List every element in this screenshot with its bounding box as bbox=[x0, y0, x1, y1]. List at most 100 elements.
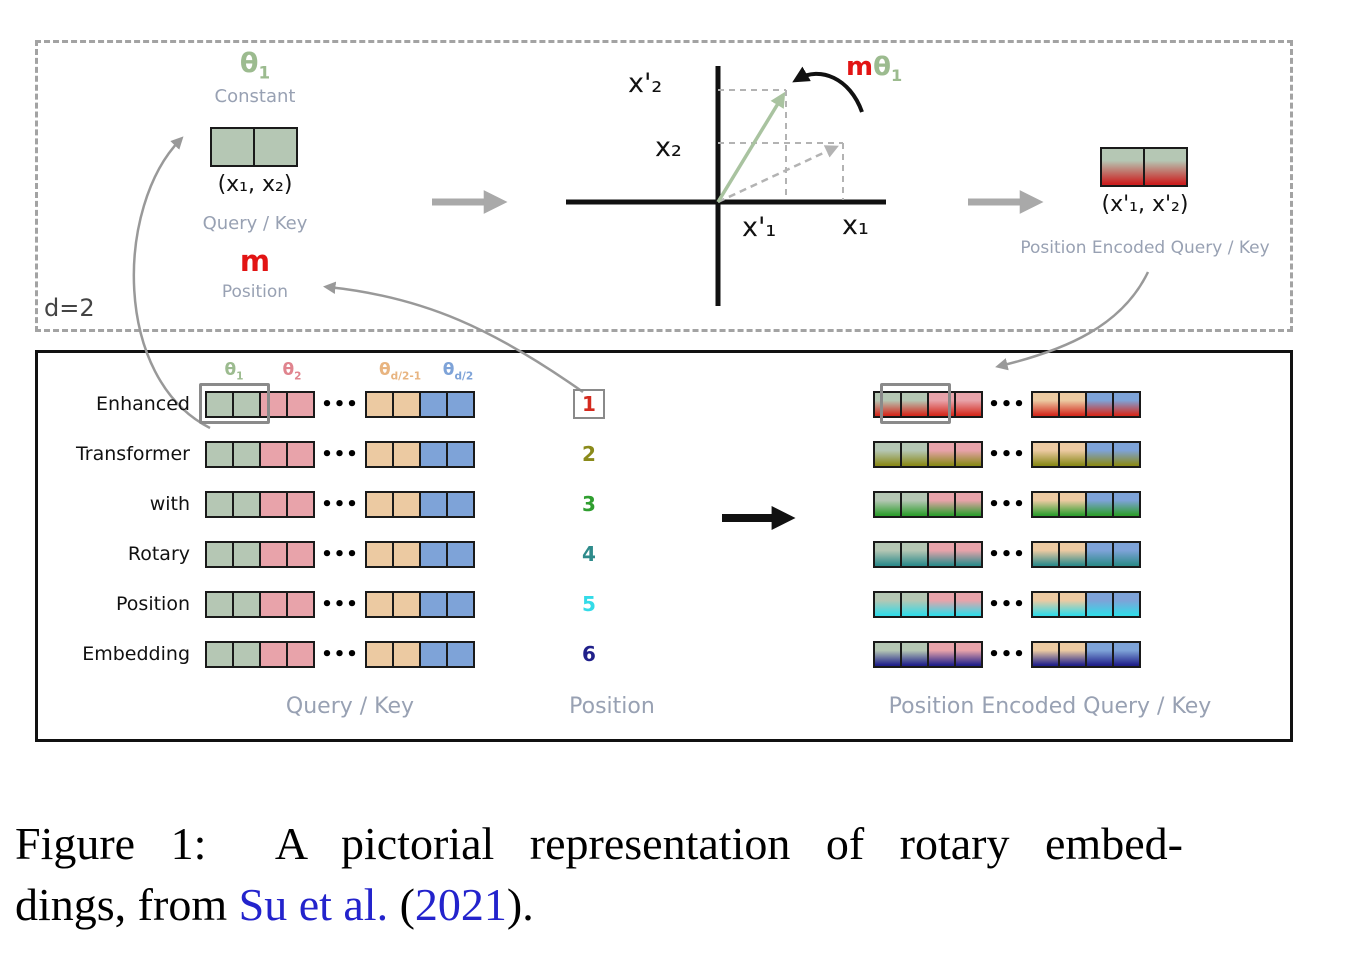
qk-cells-right bbox=[365, 540, 475, 568]
ellipsis: ••• bbox=[988, 493, 1026, 515]
embedding-cell bbox=[873, 440, 902, 468]
embedding-cell bbox=[900, 540, 929, 568]
ellipsis: ••• bbox=[321, 593, 359, 615]
encoded-cells-left bbox=[873, 590, 983, 618]
embedding-cell bbox=[927, 640, 956, 668]
qk-cells-right bbox=[365, 640, 475, 668]
embedding-cell bbox=[1085, 490, 1114, 518]
qk-cells-right bbox=[365, 390, 475, 418]
ellipsis: ••• bbox=[988, 593, 1026, 615]
qk-cells-left bbox=[205, 490, 315, 518]
encoded-cells-right bbox=[1031, 590, 1141, 618]
qk-cells-right bbox=[365, 440, 475, 468]
row-word: Transformer bbox=[75, 443, 190, 465]
constant-caption: Constant bbox=[214, 86, 296, 107]
embedding-cell bbox=[954, 440, 983, 468]
theta-header-1: θ1 bbox=[205, 360, 263, 382]
position-number: 5 bbox=[582, 592, 596, 616]
embedding-cell bbox=[259, 590, 288, 618]
embedding-cell bbox=[259, 540, 288, 568]
position-number: 2 bbox=[582, 442, 596, 466]
embedding-cell bbox=[365, 640, 394, 668]
embedding-cell bbox=[927, 490, 956, 518]
qk-cells-left bbox=[205, 390, 315, 418]
row-word: Enhanced bbox=[96, 393, 190, 415]
embedding-cell bbox=[1085, 590, 1114, 618]
embedding-cell bbox=[392, 490, 421, 518]
encoded-cells-left bbox=[873, 490, 983, 518]
theta-sub: d/2 bbox=[454, 370, 474, 383]
caption-line-1: Figure 1: A pictorial representation of … bbox=[15, 818, 1183, 869]
theta-sub: 2 bbox=[294, 370, 302, 383]
qk-cells-left bbox=[205, 640, 315, 668]
rotation-theta: θ1 bbox=[873, 52, 902, 85]
axis-label-x1-prime: x'₁ bbox=[742, 212, 777, 243]
header-gap bbox=[321, 360, 371, 382]
citation-link-authors[interactable]: Su et al. bbox=[238, 878, 389, 930]
embedding-cell bbox=[873, 540, 902, 568]
embedding-cell bbox=[286, 640, 315, 668]
embedding-cell bbox=[1085, 540, 1114, 568]
position-slot: 3 bbox=[570, 492, 608, 516]
position-column-label: Position bbox=[569, 694, 655, 719]
position-number: 4 bbox=[582, 542, 596, 566]
qk-cells-left bbox=[205, 440, 315, 468]
embedding-cell bbox=[1031, 590, 1060, 618]
theta-sub: 1 bbox=[236, 370, 244, 383]
embedding-cell bbox=[259, 640, 288, 668]
encoded-cells-left bbox=[873, 540, 983, 568]
embedding-cell bbox=[419, 590, 448, 618]
embedding-cell bbox=[446, 640, 475, 668]
citation-link-year[interactable]: 2021 bbox=[414, 878, 507, 930]
encoded-cells-right bbox=[1031, 540, 1141, 568]
qk-cells-left bbox=[205, 540, 315, 568]
embedding-row-rotary: Rotary•••4••• bbox=[38, 534, 1141, 574]
bottom-panel bbox=[35, 350, 1293, 742]
position-slot: 4 bbox=[570, 542, 608, 566]
embedding-cell bbox=[392, 440, 421, 468]
embedding-cell bbox=[873, 590, 902, 618]
theta-constant-label: θ1 bbox=[205, 48, 305, 82]
embedding-cell bbox=[232, 540, 261, 568]
ellipsis: ••• bbox=[321, 643, 359, 665]
query-key-caption: Query / Key bbox=[202, 213, 308, 234]
embedding-cell bbox=[205, 590, 234, 618]
row-word: Rotary bbox=[127, 543, 190, 565]
embedding-cell bbox=[365, 590, 394, 618]
caption-text: dings, from bbox=[15, 878, 239, 930]
vector-coords-label: (x₁, x₂) bbox=[217, 172, 293, 197]
top-panel bbox=[35, 40, 1293, 332]
embedding-cell bbox=[954, 490, 983, 518]
embedding-row-position: Position•••5••• bbox=[38, 584, 1141, 624]
embedding-cell bbox=[286, 490, 315, 518]
embedding-row-transformer: Transformer•••2••• bbox=[38, 434, 1141, 474]
position-slot: 2 bbox=[570, 442, 608, 466]
embedding-rows: Enhanced•••1•••Transformer•••2•••with•••… bbox=[38, 384, 1328, 696]
embedding-cell bbox=[873, 490, 902, 518]
embedding-cell bbox=[446, 540, 475, 568]
theta-base: θ bbox=[378, 360, 391, 380]
axis-label-x2: x₂ bbox=[655, 132, 682, 163]
ellipsis: ••• bbox=[321, 443, 359, 465]
embedding-cell bbox=[1058, 440, 1087, 468]
rotation-m: m bbox=[846, 52, 874, 82]
position-slot: 5 bbox=[570, 592, 608, 616]
row-word: with bbox=[149, 493, 190, 515]
embedding-cell bbox=[954, 390, 983, 418]
encoded-column-label: Position Encoded Query / Key bbox=[888, 694, 1212, 719]
embedding-cell bbox=[419, 390, 448, 418]
embedding-row-with: with•••3••• bbox=[38, 484, 1141, 524]
position-number: 3 bbox=[582, 492, 596, 516]
encoded-cells-right bbox=[1031, 640, 1141, 668]
embedding-cell bbox=[205, 640, 234, 668]
embedding-cell bbox=[365, 440, 394, 468]
embedding-cell bbox=[419, 540, 448, 568]
embedding-cell bbox=[1031, 390, 1060, 418]
embedding-cell bbox=[365, 540, 394, 568]
embedding-cell bbox=[365, 490, 394, 518]
theta-header-2: θ2 bbox=[263, 360, 321, 382]
embedding-cell bbox=[392, 390, 421, 418]
ellipsis: ••• bbox=[321, 543, 359, 565]
figure-caption: Figure 1: A pictorial representation of … bbox=[15, 814, 1337, 935]
